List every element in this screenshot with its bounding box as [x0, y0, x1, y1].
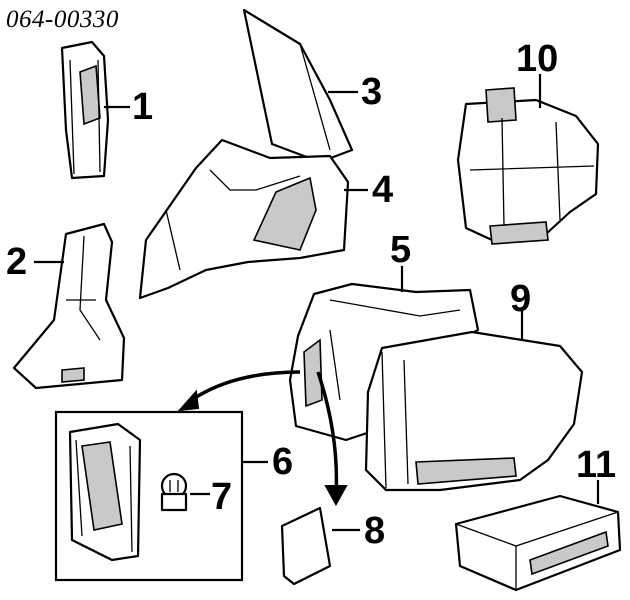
part-7-bulb — [160, 472, 188, 512]
part-11-changer-unit — [454, 480, 622, 592]
callout-10: 10 — [516, 38, 559, 80]
callout-5: 5 — [390, 229, 412, 271]
part-9-trunk-liner — [364, 310, 584, 492]
callout-2: 2 — [6, 241, 28, 283]
part-6-trim-detail — [68, 422, 142, 562]
callout-6: 6 — [272, 441, 294, 483]
diagram-code: 064-00330 — [6, 6, 119, 33]
part-4-quarter-trim-panel — [138, 138, 368, 300]
pointer-arrows — [177, 370, 348, 507]
callout-7: 7 — [211, 476, 233, 518]
callout-1: 1 — [132, 86, 154, 128]
callout-8: 8 — [364, 510, 386, 552]
part-8-access-cover — [280, 506, 360, 586]
part-10-housing — [456, 74, 600, 245]
callout-3: 3 — [361, 71, 383, 113]
callout-9: 9 — [510, 278, 532, 320]
part-2-lower-quarter-trim — [12, 222, 126, 390]
part-1-pillar-trim — [60, 40, 130, 180]
callout-11: 11 — [576, 444, 617, 486]
detail-box — [54, 410, 268, 582]
callout-4: 4 — [372, 169, 394, 211]
part-3-upper-panel — [242, 8, 358, 164]
